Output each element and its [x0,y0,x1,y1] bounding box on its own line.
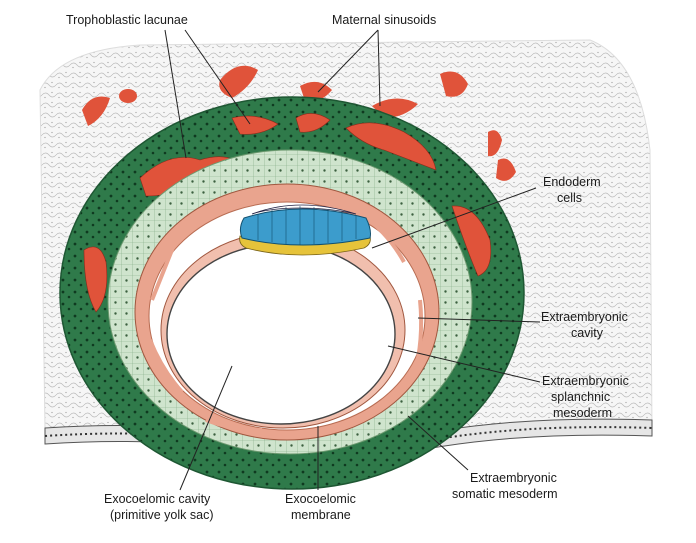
leader-trophoblastic-lacunae-1 [164,29,187,159]
label-exocoelomic-cavity-line1: Exocoelomic cavity [104,492,211,506]
label-trophoblastic-lacunae: Trophoblastic lacunae [66,13,188,27]
label-splanchnic-line1: Extraembryonic [542,374,629,388]
label-extraembryonic-cavity-line2: cavity [571,326,604,340]
label-exocoelomic-membrane-line1: Exocoelomic [285,492,356,506]
label-endoderm-cells-line2: cells [557,191,582,205]
leader-somatic [407,415,469,471]
label-exocoelomic-cavity-line2: (primitive yolk sac) [110,508,214,522]
mesoderm-strands [148,220,424,432]
label-somatic-line1: Extraembryonic [470,471,557,485]
leader-maternal-sinusoids-1 [317,29,379,93]
label-extraembryonic-cavity-line1: Extraembryonic [541,310,628,324]
leader-extraembryonic-cavity [417,317,541,323]
label-splanchnic-line3: mesoderm [553,406,612,420]
epiblast-cells [257,206,357,245]
epiblast [239,208,371,246]
leader-trophoblastic-lacunae-2 [184,29,251,125]
label-exocoelomic-membrane-line2: membrane [291,508,351,522]
exocoelomic-membrane [166,243,396,425]
leader-lines [164,29,541,491]
leader-maternal-sinusoids-2 [377,29,381,107]
leader-exocoelomic-cavity [179,365,233,491]
amniotic-cavity [251,204,357,215]
label-maternal-sinusoids: Maternal sinusoids [332,13,436,27]
label-endoderm-cells-line1: Endoderm [543,175,601,189]
label-splanchnic-line2: splanchnic [551,390,610,404]
leader-splanchnic [387,345,541,383]
leader-endoderm-cells [371,187,537,249]
label-somatic-line2: somatic mesoderm [452,487,558,501]
